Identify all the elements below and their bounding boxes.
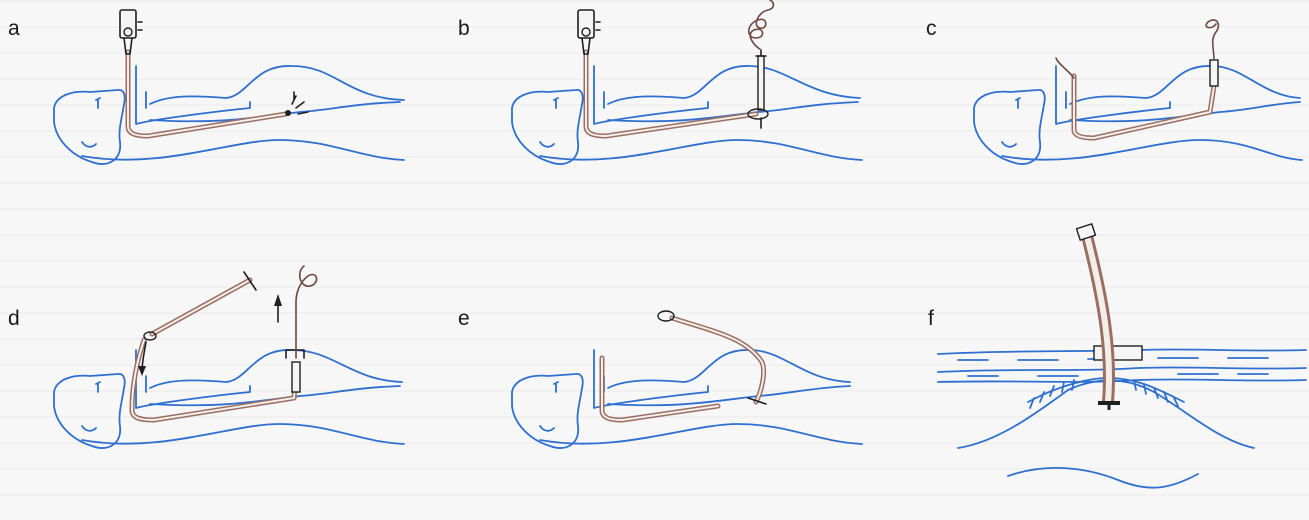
stomach-lower	[608, 386, 850, 405]
guidewire-tube	[1074, 76, 1214, 138]
stomach-upper	[150, 66, 404, 104]
head-outline	[512, 374, 583, 448]
panel-e-diagram	[446, 262, 866, 512]
esophagus-wall	[594, 350, 708, 408]
guidewire-coil	[1206, 20, 1218, 60]
stomach-upper	[608, 350, 850, 388]
guidewire-oral-end	[1056, 58, 1074, 78]
endoscope-handle	[578, 10, 594, 38]
panel-f-diagram	[898, 262, 1309, 512]
light-source-dot	[285, 110, 291, 116]
stomach-upper	[150, 350, 402, 388]
endoscope-tube	[586, 52, 756, 136]
lower-organ	[1008, 468, 1198, 488]
head-outline	[54, 374, 125, 448]
endoscope-tube	[128, 52, 286, 136]
stomach-upper	[608, 66, 860, 104]
panel-a: a	[0, 0, 420, 250]
abdomen-lower	[540, 140, 862, 160]
panel-b: b	[446, 0, 866, 250]
endoscope-handle	[120, 10, 136, 38]
puncture-needle	[758, 56, 764, 110]
panel-c-diagram	[898, 0, 1309, 250]
puncture-cannula	[1210, 60, 1218, 86]
panel-b-diagram	[446, 0, 866, 250]
stomach-upper	[1070, 66, 1300, 104]
abdomen-lower	[82, 140, 404, 160]
esophagus-wall	[136, 350, 250, 408]
esophagus-wall	[594, 66, 708, 124]
external-bolster	[1094, 346, 1142, 360]
guidewire-coil	[749, 0, 774, 50]
abdomen-lower	[82, 424, 404, 444]
ear-mark	[96, 98, 100, 108]
panel-c: c	[898, 0, 1309, 250]
head-outline	[512, 90, 583, 164]
panel-d: d	[0, 262, 420, 512]
subcutaneous-layer	[938, 367, 1306, 372]
panel-f: f	[898, 262, 1309, 512]
head-outline	[974, 90, 1045, 164]
panel-e: e	[446, 262, 866, 512]
chin-mark	[82, 142, 96, 147]
esophageal-tube	[602, 358, 718, 420]
guidewire-coil	[296, 266, 317, 358]
panel-a-diagram	[0, 0, 420, 250]
abdomen-lower	[540, 424, 862, 444]
head-outline	[54, 90, 125, 164]
stomach-lower	[150, 102, 400, 121]
esophagus-wall	[136, 66, 250, 124]
abdomen-lower	[1002, 140, 1302, 160]
panel-d-diagram	[0, 262, 420, 512]
